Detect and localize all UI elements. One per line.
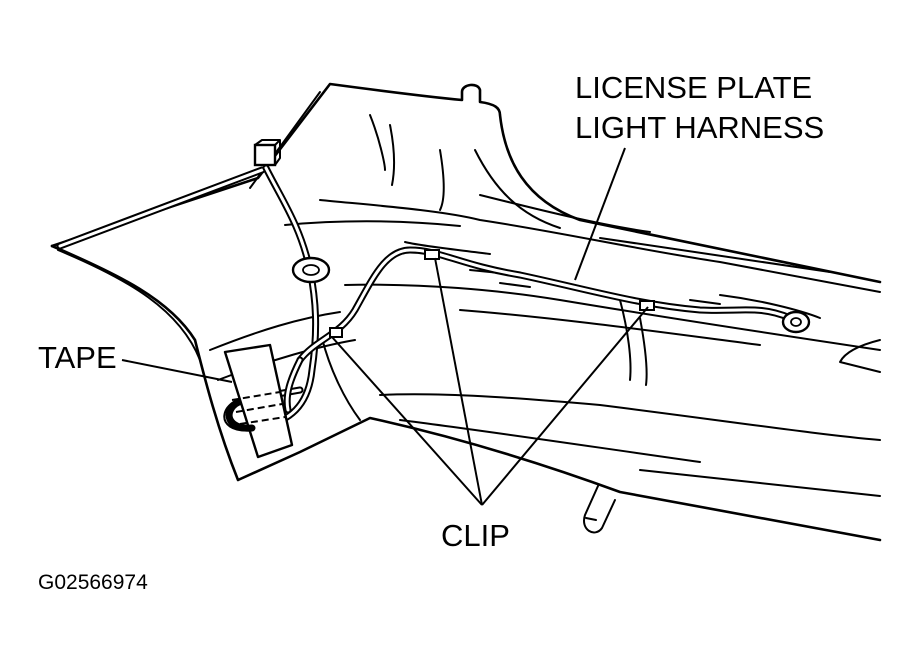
clip-label: CLIP (441, 518, 510, 553)
license-plate-light-harness (56, 139, 811, 432)
connector-icon (253, 143, 277, 167)
leader-lines (121, 147, 649, 506)
harness-label-line-2: LIGHT HARNESS (575, 110, 825, 145)
tape-label: TAPE (38, 340, 117, 375)
harness-label-line-1: LICENSE PLATE (575, 70, 813, 105)
clip-3-icon (639, 300, 655, 311)
figure-code: G02566974 (38, 571, 148, 594)
bumper-cover-outline (50, 82, 882, 542)
tape-strip (223, 343, 294, 459)
clip-1-icon (424, 249, 440, 260)
clip-2-icon (329, 327, 343, 338)
